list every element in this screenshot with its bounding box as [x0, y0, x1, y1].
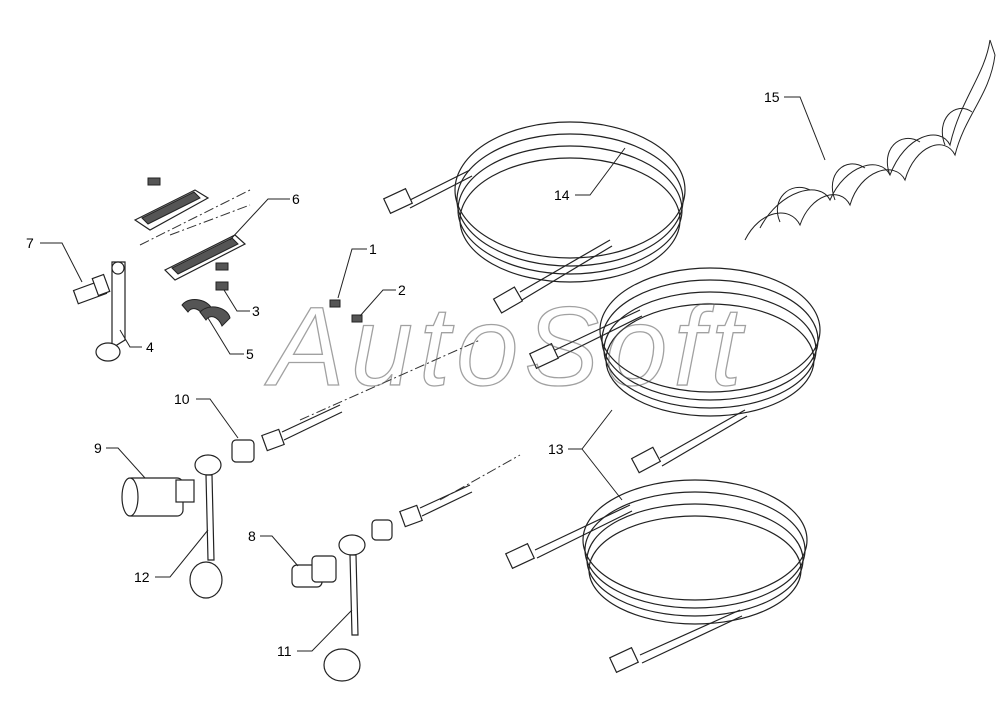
spiral-guard-15: [744, 39, 996, 241]
bracket-6: [133, 177, 247, 281]
clip-1: [329, 299, 341, 308]
callout-3: 3: [252, 303, 260, 319]
callout-10: 10: [174, 391, 190, 407]
callout-6: 6: [292, 191, 300, 207]
callout-5: 5: [246, 346, 254, 362]
coupling-8: [291, 555, 337, 588]
callout-4: 4: [146, 339, 154, 355]
assembly-axis-lines: [139, 189, 521, 501]
clip-2: [351, 314, 363, 323]
callout-2: 2: [398, 282, 406, 298]
callout-15: 15: [764, 89, 780, 105]
strap-11: [323, 484, 473, 682]
nut-3: [215, 281, 229, 291]
clamp-5: [181, 299, 231, 327]
connector-10: [231, 404, 343, 463]
callout-12: 12: [134, 569, 150, 585]
callout-8: 8: [248, 528, 256, 544]
callout-13: 13: [548, 441, 564, 457]
callout-1: 1: [369, 241, 377, 257]
coupling-9: [121, 477, 195, 517]
hose-14: [382, 121, 686, 314]
callout-labels: 7 6 1 2 3 4 5 10 9 8 12 11 13 14 15: [26, 89, 780, 659]
callout-7: 7: [26, 235, 34, 251]
leader-lines: [40, 96, 826, 652]
callout-11: 11: [277, 643, 292, 659]
hose-13-upper: [528, 267, 821, 474]
strap-12: [189, 454, 223, 599]
hose-13-lower: [504, 479, 808, 674]
coupling-7: [72, 273, 111, 305]
watermark: AutoSoft: [264, 284, 748, 409]
callout-9: 9: [94, 440, 102, 456]
callout-14: 14: [554, 187, 570, 203]
lever-4: [95, 261, 126, 362]
